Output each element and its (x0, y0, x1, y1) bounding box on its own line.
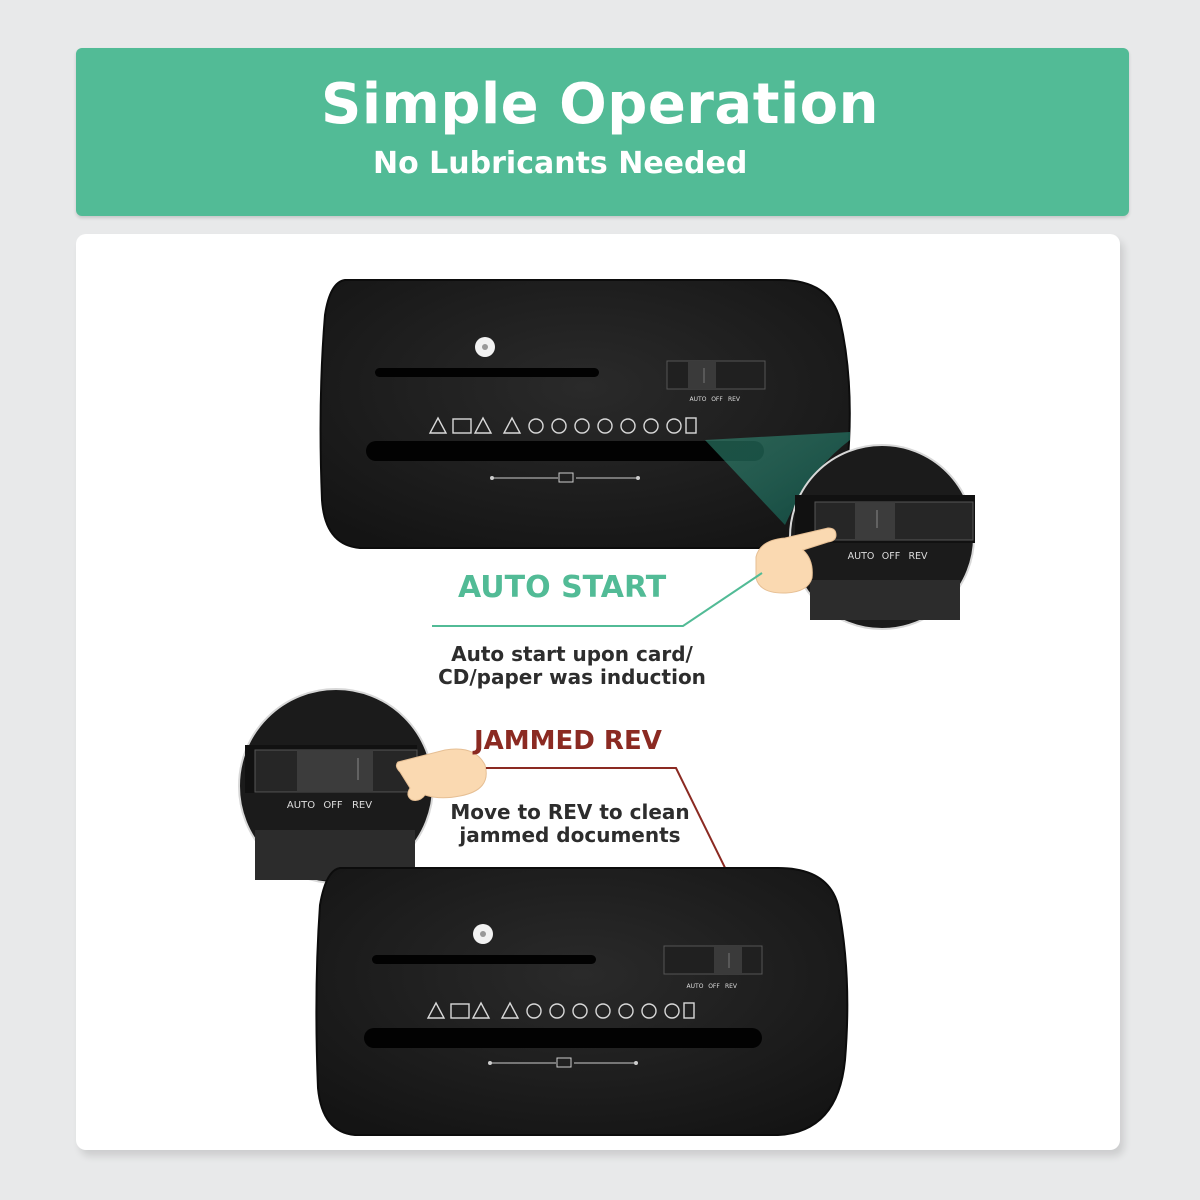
page-title: Simple Operation (320, 72, 880, 137)
switch-label-off: OFF (882, 551, 900, 562)
shredder-top: AUTO OFF REV (319, 279, 851, 549)
header-banner (76, 48, 1129, 216)
mode-switch[interactable] (663, 945, 763, 975)
auto-start-line1: Auto start upon card/ (451, 642, 693, 666)
auto-start-description: Auto start upon card/ CD/paper was induc… (432, 643, 712, 689)
no-staple-icon (643, 418, 659, 434)
manual-icon (452, 418, 472, 434)
auto-start-line2: CD/paper was induction (438, 665, 706, 689)
svg-text:AUTO: AUTO (690, 396, 707, 403)
no-hair-icon (597, 418, 613, 434)
zoom-circle-auto: AUTO OFF REV (789, 444, 975, 630)
no-tie-icon (574, 418, 590, 434)
jammed-rev-description: Move to REV to clean jammed documents (440, 801, 700, 847)
paper-slot (366, 441, 764, 461)
hot-surface-icon (473, 416, 493, 434)
card-slot (375, 368, 599, 377)
no-liquid-icon (528, 418, 544, 434)
svg-text:OFF: OFF (708, 983, 720, 990)
svg-text:OFF: OFF (711, 396, 723, 403)
safety-icons-row (426, 1001, 695, 1019)
auto-start-title: AUTO START (458, 570, 667, 605)
paper-slot (364, 1028, 762, 1048)
hand-pointer-icon (755, 527, 837, 594)
jammed-rev-line1: Move to REV to clean (450, 800, 690, 824)
svg-text:REV: REV (725, 983, 738, 990)
no-hand-icon (551, 418, 567, 434)
jammed-rev-title: JAMMED REV (474, 726, 662, 756)
jammed-rev-line2: jammed documents (459, 823, 681, 847)
sheet-capacity-icon (685, 417, 697, 434)
warning-icon (428, 416, 448, 434)
switch-label-rev: REV (352, 800, 372, 811)
card-slot (372, 955, 596, 964)
svg-text:AUTO: AUTO (687, 983, 704, 990)
zoom-circle-rev: AUTO OFF REV (238, 688, 434, 884)
svg-text:REV: REV (728, 396, 741, 403)
switch-label-auto: AUTO (848, 551, 875, 562)
shredder-bottom: AUTO OFF REV (315, 867, 849, 1136)
safety-icons-row (428, 416, 697, 434)
caution-icon (502, 416, 522, 434)
switch-label-rev: REV (908, 551, 928, 562)
hand-pointer-icon (395, 748, 487, 801)
switch-label-auto: AUTO (287, 800, 315, 811)
no-jewelry-icon (666, 418, 682, 434)
page-subtitle: No Lubricants Needed (373, 146, 748, 181)
no-spray-icon (620, 418, 636, 434)
switch-label-off: OFF (323, 800, 343, 811)
